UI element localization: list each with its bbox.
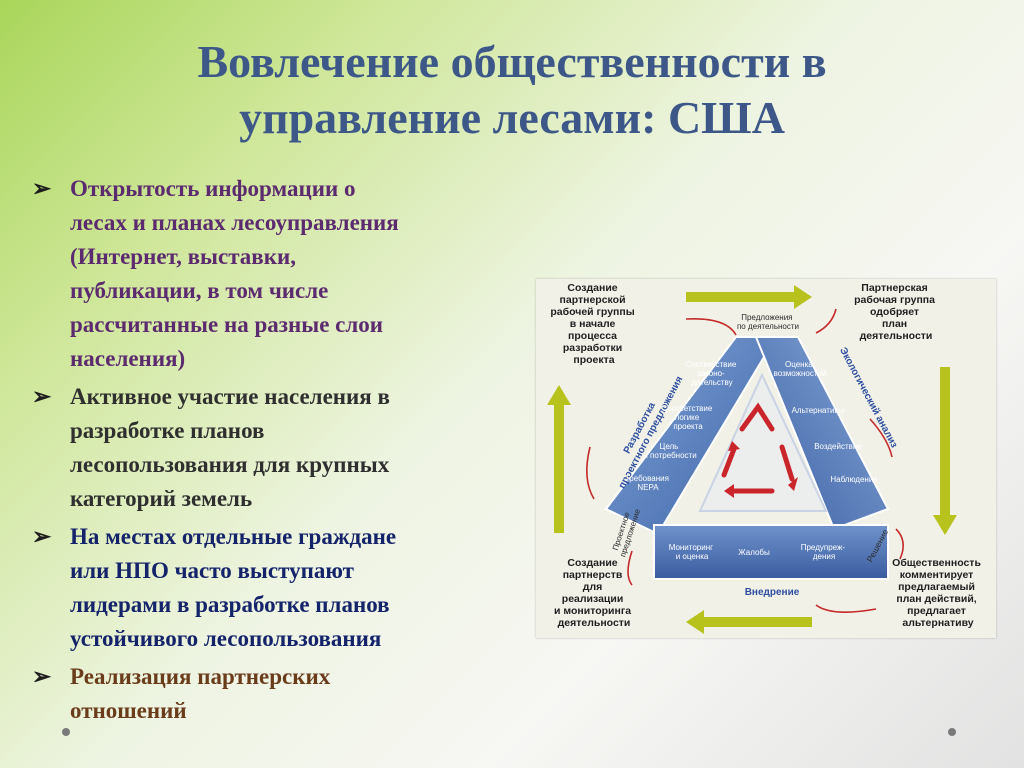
curve-arrow bbox=[895, 528, 904, 560]
title-line-1: Вовлечение общественности в bbox=[197, 36, 827, 87]
arrow-bullet-icon: ➢ bbox=[32, 176, 52, 201]
curve-arrow bbox=[627, 550, 633, 586]
bullet-item-participation: ➢ Активное участие населения в разработк… bbox=[30, 380, 530, 516]
bullet-item-partnerships: ➢ Реализация партнерских отношений bbox=[30, 660, 530, 728]
side-label-proposals: Предложения по деятельности bbox=[737, 313, 799, 331]
flow-arrow-left bbox=[554, 403, 564, 533]
bullet-line: устойчивого лесопользования bbox=[70, 626, 382, 651]
right-item-observations: Наблюдения bbox=[830, 475, 877, 484]
corner-text-create-workgroup: Создание партнерской рабочей группы в на… bbox=[550, 282, 637, 366]
right-item-alternatives: Альтернативы bbox=[792, 406, 845, 415]
corner-text-workgroup-approves: Партнерская рабочая группа одобряет план… bbox=[854, 282, 938, 342]
right-item-opportunity-assessment: Оценка возможностей bbox=[774, 360, 827, 378]
left-item-project-logic: Соответствие логике проекта bbox=[661, 404, 714, 431]
flow-arrow-top bbox=[686, 292, 796, 302]
corner-text-create-partnerships: Создание партнерств для реализации и мон… bbox=[554, 557, 634, 629]
bullet-line: На местах отдельные граждане bbox=[70, 524, 397, 549]
right-item-impact: Воздействие bbox=[814, 442, 862, 451]
bottom-item-warnings: Предупреж- дения bbox=[801, 543, 848, 561]
curve-arrow bbox=[586, 446, 595, 500]
curve-arrow bbox=[815, 604, 877, 613]
bullet-line: разработке планов bbox=[70, 418, 265, 443]
flow-arrow-bottom bbox=[702, 617, 812, 627]
curve-arrow bbox=[815, 308, 837, 334]
band-right bbox=[754, 336, 890, 531]
flow-arrow-right bbox=[940, 367, 950, 517]
bullet-line: лесопользования для крупных bbox=[70, 452, 390, 477]
bullet-list: ➢ Открытость информации о лесах и планах… bbox=[30, 172, 530, 732]
center-arrowhead bbox=[724, 484, 734, 498]
inner-triangle bbox=[698, 372, 828, 512]
bullet-line: населения) bbox=[70, 346, 186, 371]
cycle-diagram-svg: Создание партнерской рабочей группы в на… bbox=[547, 282, 984, 634]
left-item-goals-needs: Цель и потребности bbox=[643, 442, 696, 460]
center-arrowhead bbox=[728, 441, 740, 451]
arrow-bullet-icon: ➢ bbox=[32, 664, 52, 689]
forest-planning-cycle-diagram: Создание партнерской рабочей группы в на… bbox=[536, 279, 996, 638]
bullet-line: Реализация партнерских bbox=[70, 664, 331, 689]
center-arrowhead bbox=[788, 477, 798, 491]
arrow-bullet-icon: ➢ bbox=[32, 524, 52, 549]
flow-arrowhead-bottom bbox=[686, 610, 704, 634]
bullet-item-local-leaders: ➢ На местах отдельные граждане или НПО ч… bbox=[30, 520, 530, 656]
corner-text-public-comments: Общественность комментирует предлагаемый… bbox=[892, 557, 984, 629]
left-item-nepa: Требования NEPA bbox=[625, 474, 671, 492]
bullet-line: категорий земель bbox=[70, 486, 253, 511]
bottom-item-complaints: Жалобы bbox=[738, 548, 770, 557]
band-bottom bbox=[653, 524, 889, 580]
bullet-line: рассчитанные на разные слои bbox=[70, 312, 384, 337]
left-item-legislation: Соответствие законо- дательству bbox=[685, 360, 738, 387]
arrow-bullet-icon: ➢ bbox=[32, 384, 52, 409]
title-line-2: управление лесами: США bbox=[239, 92, 785, 143]
slide-title: Вовлечение общественности в управление л… bbox=[60, 34, 964, 146]
curve-arrow bbox=[869, 418, 893, 458]
flow-arrowhead-top bbox=[794, 285, 812, 309]
bullet-line: лидерами в разработке планов bbox=[70, 592, 390, 617]
bullet-line: Открытость информации о bbox=[70, 176, 356, 201]
bullet-line: или НПО часто выступают bbox=[70, 558, 354, 583]
band-label-implementation: Внедрение bbox=[745, 587, 800, 598]
bullet-item-openness: ➢ Открытость информации о лесах и планах… bbox=[30, 172, 530, 376]
bullet-line: отношений bbox=[70, 698, 187, 723]
bullet-line: Активное участие населения в bbox=[70, 384, 390, 409]
bullet-line: (Интернет, выставки, bbox=[70, 244, 296, 269]
bullet-line: публикации, в том числе bbox=[70, 278, 329, 303]
center-cycle-arrows bbox=[721, 402, 795, 494]
bullet-line: лесах и планах лесоуправления bbox=[70, 210, 399, 235]
curve-arrow bbox=[685, 318, 737, 336]
flow-arrowhead-right bbox=[933, 515, 957, 535]
bottom-item-monitoring: Мониторинг и оценка bbox=[669, 543, 716, 561]
corner-dot-right bbox=[948, 728, 956, 736]
flow-arrowhead-left bbox=[547, 385, 571, 405]
corner-dot-left bbox=[62, 728, 70, 736]
